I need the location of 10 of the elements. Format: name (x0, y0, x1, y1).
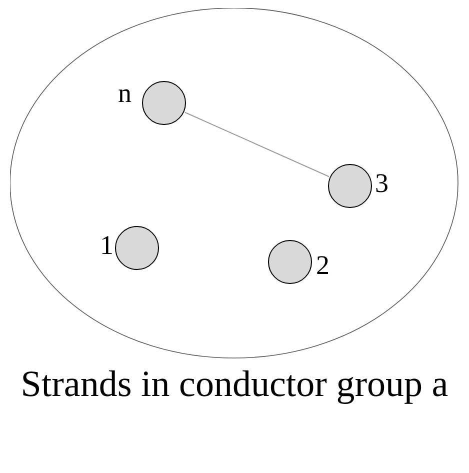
strand-circle (268, 240, 312, 284)
strand-circle (328, 164, 372, 208)
connector-line (184, 112, 330, 178)
strand-circle (142, 81, 186, 125)
strand-number: 3 (375, 170, 388, 197)
group-label: Strands in conductor group a (20, 365, 450, 405)
strand-circle (115, 226, 159, 270)
strand-number: n (118, 80, 132, 107)
strand-number: 1 (100, 232, 114, 259)
strand-number: 2 (316, 252, 330, 279)
